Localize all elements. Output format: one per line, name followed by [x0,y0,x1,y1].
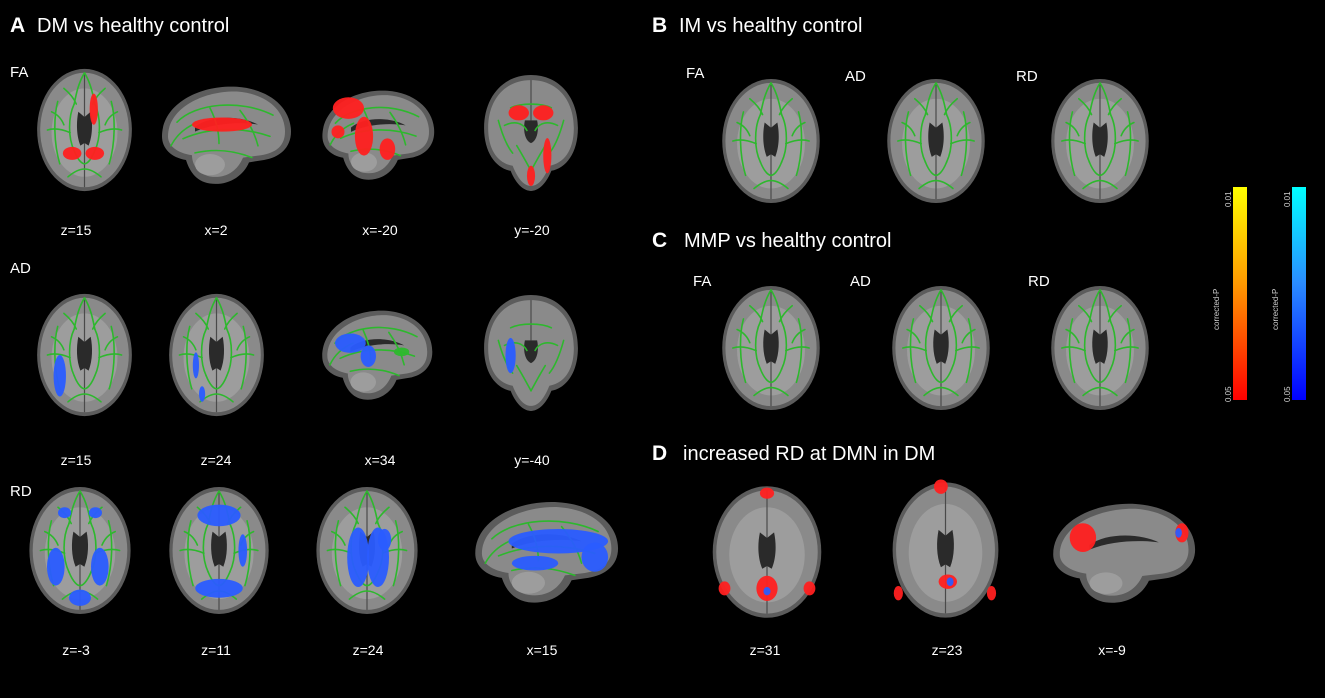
a-fa-label: FA [10,64,29,81]
colorbar-red-top-tick: 0.01 [1224,191,1233,207]
panel-a-letter: A [10,14,26,37]
brain-slice-icon [37,68,132,192]
b-fa-label: FA [686,65,705,82]
colorbar-blue-top-tick: 0.01 [1283,191,1292,207]
a-ad-label: AD [10,260,31,277]
colorbar-red-bottom-tick: 0.05 [1224,386,1233,402]
coord-label: z=15 [60,452,92,468]
panel-b-letter: B [652,14,668,37]
coord-label: z=-3 [62,642,90,658]
c-ad-label: AD [850,273,871,290]
brain-slice-icon [169,487,269,614]
brain-slice-icon [316,487,418,614]
brain-slice-icon [1053,503,1196,603]
brain-slice-icon [322,310,433,400]
colorbar-red-yellow [1233,187,1247,400]
brain-slice-icon [169,293,264,417]
brain-slice-icon [892,479,999,618]
b-ad-label: AD [845,68,866,85]
colorbar-blue-title: corrected-P [1271,288,1280,330]
coord-label: x=-9 [1098,642,1126,658]
coord-label: x=-20 [362,222,398,238]
coord-label: z=15 [60,222,92,238]
panel-b-title: IM vs healthy control [679,15,863,37]
brain-slice-icon [1051,285,1149,411]
panel-d-letter: D [652,442,668,465]
brain-slice-icon [712,486,822,618]
brain-slice-icon [29,487,131,614]
brain-slice-icon [484,75,578,191]
panel-d-title: increased RD at DMN in DM [683,443,936,465]
coord-label: x=34 [364,452,396,468]
coord-label: y=-40 [514,452,550,468]
colorbar-red-title: corrected-P [1212,288,1221,330]
colorbar-blue-bottom-tick: 0.05 [1283,386,1292,402]
brain-slice-icon [475,501,619,603]
coord-label: z=24 [352,642,384,658]
coord-label: z=23 [931,642,963,658]
brain-slice-icon [484,295,578,411]
coord-label: x=15 [526,642,558,658]
panel-a-title: DM vs healthy control [37,15,230,37]
brain-slice-icon [322,90,435,180]
brain-slice-icon [162,86,291,184]
coord-label: z=31 [749,642,781,658]
coord-label: z=11 [201,642,231,658]
c-rd-label: RD [1028,273,1050,290]
a-rd-label: RD [10,483,32,500]
coord-label: x=2 [204,222,228,238]
brain-slice-icon [722,285,820,411]
panel-c-title: MMP vs healthy control [684,230,892,252]
coord-label: y=-20 [514,222,550,238]
brain-slice-icon [887,78,985,204]
panel-c-letter: C [652,229,668,252]
b-rd-label: RD [1016,68,1038,85]
coord-label: z=24 [200,452,232,468]
c-fa-label: FA [693,273,712,290]
brain-slice-icon [892,285,990,411]
colorbar-blue-cyan [1292,187,1306,400]
brain-slice-icon [1051,78,1149,204]
brain-slice-icon [37,293,132,417]
brain-slice-icon [722,78,820,204]
